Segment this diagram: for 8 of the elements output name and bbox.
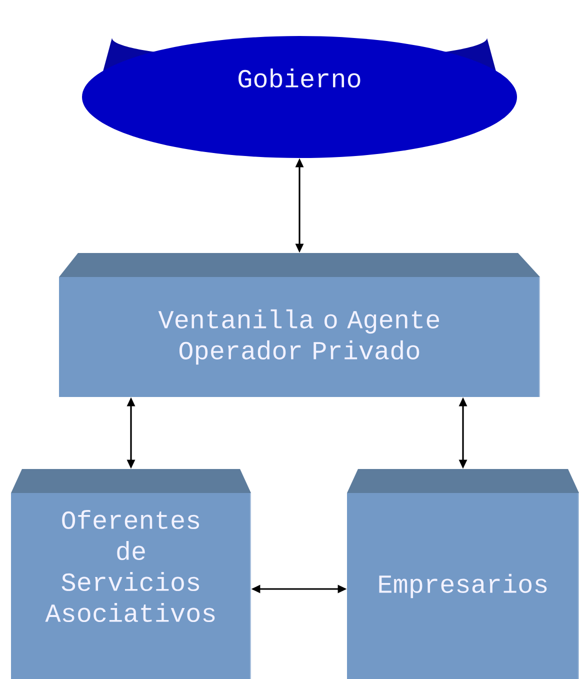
- block-shape: [11, 469, 251, 679]
- node-label: Gobierno: [238, 68, 360, 88]
- node-label: Ventanilla o Agente Operador Privado: [158, 309, 440, 365]
- node-label: Empresarios: [379, 574, 547, 598]
- node-label: Oferentes de Servicios Asociativos: [45, 510, 215, 622]
- ellipse-shape: [82, 36, 517, 158]
- block-shape: [347, 469, 579, 679]
- block-shape: [59, 253, 540, 398]
